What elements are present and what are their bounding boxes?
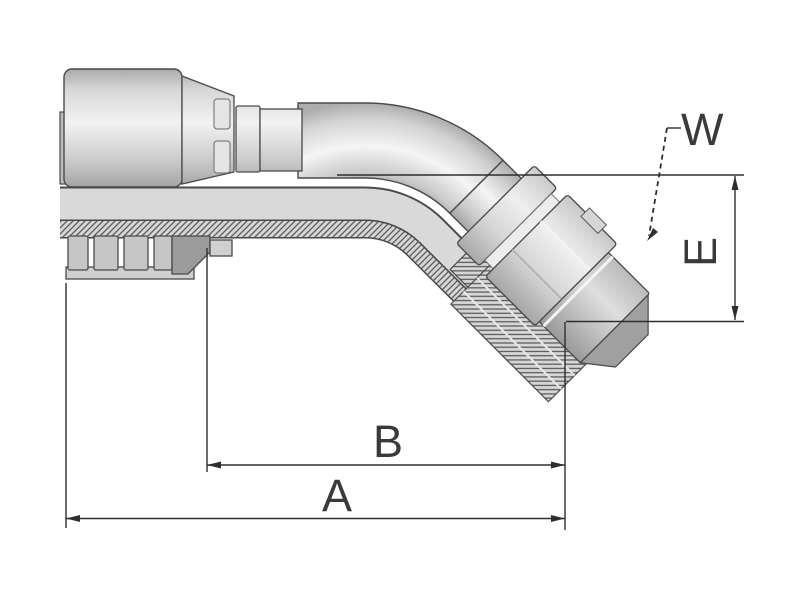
hose-section-band xyxy=(60,186,529,342)
nut-end-cap xyxy=(539,252,650,363)
dimension-layer xyxy=(65,127,744,530)
collar-ring-1 xyxy=(235,105,261,173)
hose-cut-face xyxy=(171,235,211,275)
crimp-socket xyxy=(59,68,303,188)
crimp-serrations xyxy=(65,235,233,280)
socket-shell xyxy=(63,68,183,188)
dimension-label-b: B xyxy=(373,416,403,467)
swivel-nut xyxy=(449,166,650,403)
dimension-label-a: A xyxy=(322,470,352,521)
collar-ring-2 xyxy=(259,108,303,172)
dimension-label-w: W xyxy=(681,104,724,155)
dimension-arrowheads xyxy=(66,176,739,522)
leader-line-w xyxy=(648,127,668,237)
dimension-label-e: E xyxy=(675,237,726,267)
